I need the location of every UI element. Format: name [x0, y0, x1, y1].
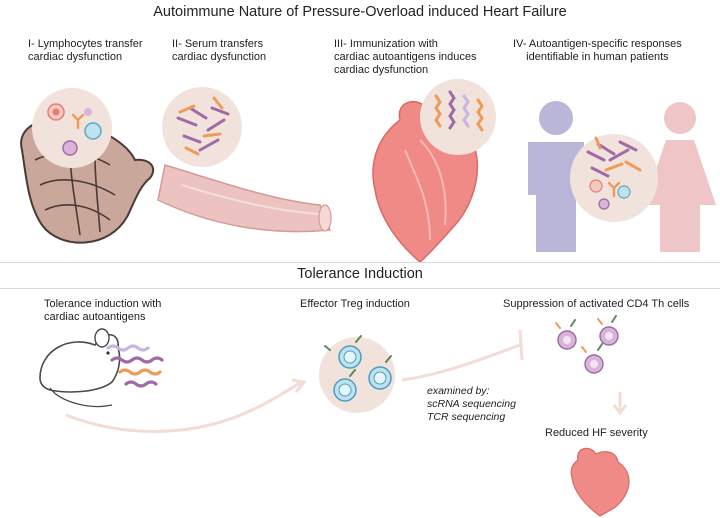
treg-cell-icon [333, 345, 392, 402]
peptide-icon [434, 90, 484, 132]
peptide-icon [106, 344, 164, 388]
section-divider [0, 262, 720, 263]
outcome-label: Reduced HF severity [545, 427, 648, 439]
peptide-bubble [420, 79, 496, 155]
inhibition-bar [518, 329, 524, 361]
treg-step-label: Effector Treg induction [300, 298, 410, 310]
page-title: Autoimmune Nature of Pressure-Overload i… [153, 4, 567, 20]
human-female-icon [644, 102, 716, 252]
tolerance-step-label: Tolerance induction with cardiac autoant… [44, 298, 162, 323]
lymphocyte-bubble [32, 88, 112, 168]
patient-bubble [570, 134, 658, 222]
heart-icon [570, 447, 630, 517]
treg-bubble [319, 335, 395, 413]
panel-1-label: I- Lymphocytes transfer cardiac dysfunct… [28, 38, 143, 63]
panel-3-label: III- Immunization with cardiac autoantig… [334, 38, 477, 76]
th-cell-icon [555, 315, 619, 374]
examined-by-label: examined by: scRNA sequencing TCR sequen… [427, 385, 516, 423]
mouse-icon [39, 328, 121, 408]
panel-2-label: II- Serum transfers cardiac dysfunction [172, 38, 267, 63]
section-divider [0, 288, 720, 289]
flow-arrow-head [291, 378, 307, 393]
outcome-arrow [612, 392, 628, 416]
flow-arrow [65, 381, 301, 433]
section-title: Tolerance Induction [297, 266, 423, 282]
inhibition-icon [401, 343, 521, 382]
human-male-icon [528, 101, 584, 252]
antibody-icon [176, 96, 230, 156]
suppression-step-label: Suppression of activated CD4 Th cells [503, 298, 690, 310]
panel-4-label: IV- Autoantigen-specific responses ident… [513, 38, 682, 63]
blood-vessel-icon [157, 164, 332, 233]
serum-bubble [162, 87, 242, 167]
